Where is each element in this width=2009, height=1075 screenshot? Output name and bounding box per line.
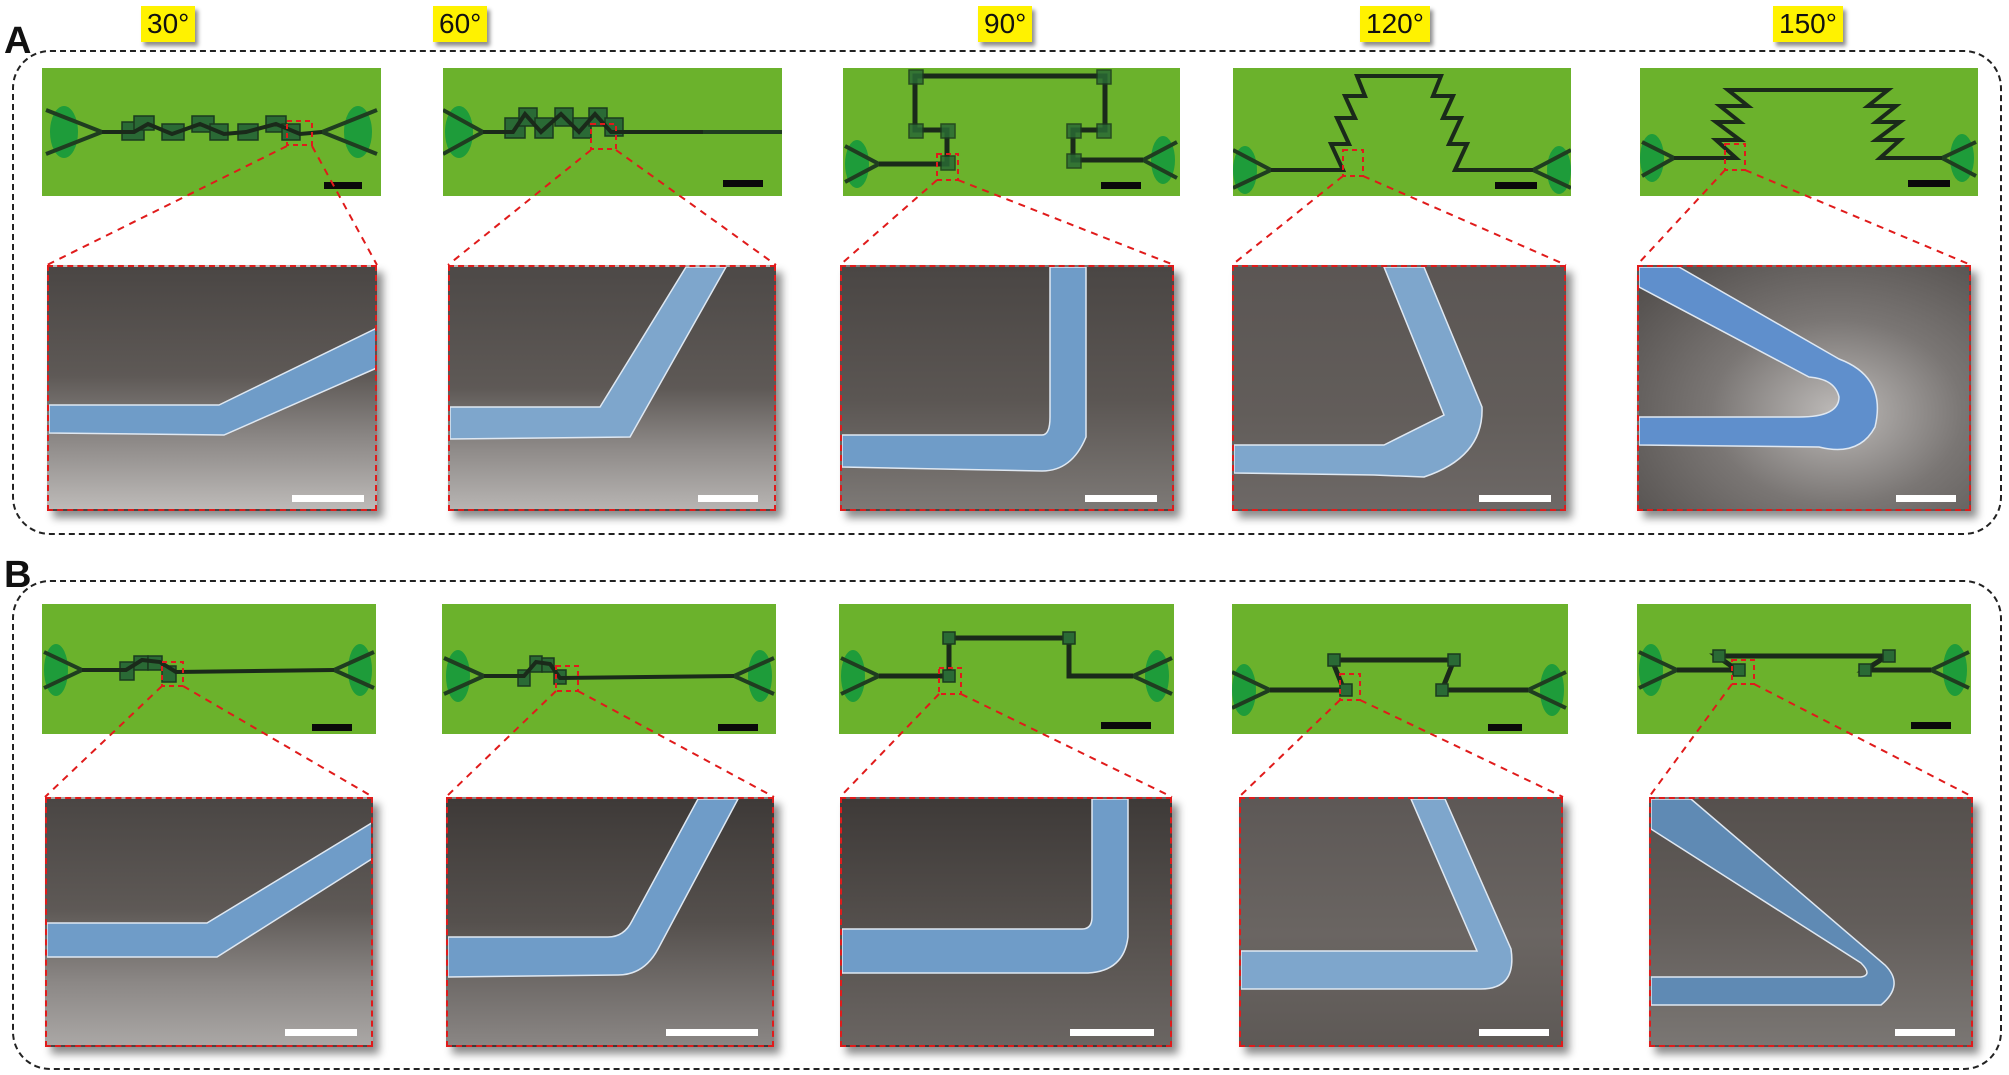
scale-bar	[292, 495, 364, 502]
scale-bar	[1101, 722, 1151, 729]
nanowire-bend-icon	[1234, 267, 1483, 478]
angle-label-90: 90°	[978, 6, 1033, 42]
nanowire-bend-icon	[47, 822, 371, 958]
optical-image-a-120	[1233, 68, 1571, 196]
nanowire-bend-icon	[450, 267, 727, 440]
optical-image-b-90	[839, 604, 1174, 734]
sem-image-b-90	[840, 797, 1172, 1047]
nanowire-bend-icon	[842, 799, 1129, 974]
sem-image-a-150	[1637, 265, 1971, 511]
scale-bar	[1070, 1029, 1154, 1036]
scale-bar	[312, 724, 352, 731]
serpentine-device-icon	[840, 631, 1173, 702]
scale-bar	[285, 1029, 357, 1036]
sem-image-b-60	[446, 797, 774, 1047]
angle-label-120: 120°	[1360, 6, 1430, 42]
nanowire-bend-icon	[842, 267, 1087, 472]
serpentine-device-icon	[43, 644, 375, 696]
sem-image-b-150	[1649, 797, 1973, 1047]
scale-bar	[1479, 495, 1551, 502]
scale-bar	[1101, 182, 1141, 189]
panel-b-group-box	[12, 580, 2002, 1070]
serpentine-device-icon	[1232, 653, 1567, 716]
optical-image-a-30	[42, 68, 381, 196]
panel-letter-a: A	[4, 20, 32, 62]
serpentine-device-icon	[1640, 88, 1977, 182]
scale-bar	[1895, 1029, 1955, 1036]
serpentine-device-icon	[1638, 644, 1970, 696]
nanowire-bend-icon	[49, 328, 375, 436]
panel-a-group-box	[12, 50, 2002, 535]
serpentine-device-icon	[1233, 74, 1571, 194]
scale-bar	[1479, 1029, 1549, 1036]
sem-image-b-120	[1239, 797, 1563, 1047]
scale-bar	[1495, 182, 1537, 189]
scale-bar	[698, 495, 758, 502]
sem-image-a-90	[840, 265, 1174, 511]
scale-bar	[1911, 722, 1951, 729]
serpentine-device-icon	[45, 106, 378, 158]
scale-bar	[1085, 495, 1157, 502]
nanowire-bend-icon	[1651, 799, 1895, 1006]
scale-bar	[723, 180, 763, 187]
scale-bar	[1896, 495, 1956, 502]
optical-image-b-30	[42, 604, 376, 734]
sem-image-a-30	[47, 265, 377, 511]
scale-bar	[718, 724, 758, 731]
sem-image-a-120	[1232, 265, 1566, 511]
optical-image-a-90	[843, 68, 1180, 196]
optical-image-a-150	[1640, 68, 1978, 196]
scale-bar	[324, 182, 362, 189]
nanowire-bend-icon	[448, 799, 739, 978]
optical-image-b-150	[1637, 604, 1971, 734]
serpentine-device-icon	[443, 650, 775, 702]
scale-bar	[666, 1029, 758, 1036]
optical-image-b-60	[442, 604, 776, 734]
angle-label-60: 60°	[433, 6, 488, 42]
angle-label-30: 30°	[141, 6, 196, 42]
optical-image-b-120	[1232, 604, 1568, 734]
serpentine-device-icon	[844, 69, 1178, 188]
sem-image-a-60	[448, 265, 776, 511]
scale-bar	[1908, 180, 1950, 187]
nanowire-bend-icon	[1639, 267, 1879, 451]
angle-label-150: 150°	[1773, 6, 1843, 42]
nanowire-bend-icon	[1241, 799, 1513, 990]
serpentine-device-icon	[443, 106, 782, 158]
sem-image-b-30	[45, 797, 373, 1047]
optical-image-a-60	[443, 68, 782, 196]
scale-bar	[1488, 724, 1522, 731]
